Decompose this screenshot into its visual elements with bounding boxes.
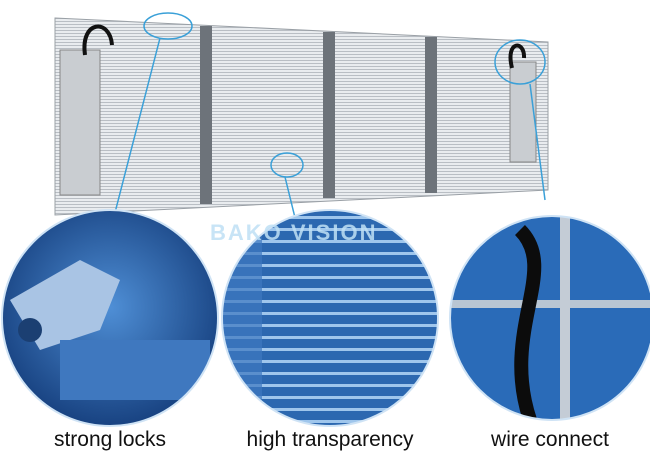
strong-locks-detail — [2, 210, 218, 426]
wire-connect-detail — [450, 216, 650, 420]
transparent-led-panel — [54, 17, 549, 216]
watermark: BAKO VISION — [210, 220, 378, 245]
strong-locks-label: strong locks — [53, 428, 167, 451]
high-transparency-label: high transparency — [246, 428, 414, 451]
high-transparency-detail — [222, 210, 438, 426]
wire-connect-label: wire connect — [491, 428, 609, 451]
